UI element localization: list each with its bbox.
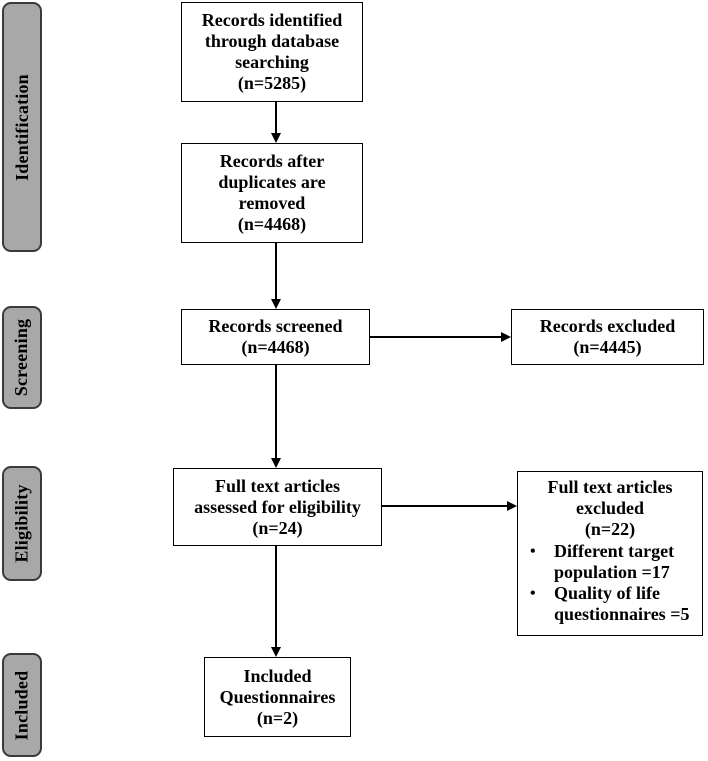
box-line: Records after	[219, 151, 325, 171]
box-line: Questionnaires	[219, 686, 336, 707]
box-full-text-assessed: Full text articles assessed for eligibil…	[173, 468, 382, 546]
list-item: • Different target population =17	[522, 541, 702, 583]
box-line: Records screened	[208, 316, 343, 336]
box-line: duplicates are	[218, 172, 326, 192]
box-line: (n=5285)	[237, 73, 307, 93]
box-line: (n=22)	[584, 519, 636, 539]
reason-line: Different target	[554, 541, 675, 561]
bullet-icon: •	[530, 585, 536, 602]
box-line: searching	[235, 52, 309, 72]
box-line: (n=4468)	[237, 214, 307, 234]
box-records-identified: Records identified through database sear…	[181, 2, 363, 102]
box-line: Records identified	[201, 10, 343, 30]
reason-line: population =17	[554, 562, 670, 582]
box-line: (n=24)	[252, 517, 303, 538]
box-line: (n=2)	[256, 707, 299, 728]
box-records-excluded: Records excluded (n=4445)	[511, 309, 704, 365]
box-line: Full text articles	[215, 475, 340, 496]
box-line: Included	[243, 665, 312, 686]
box-records-after-duplicates: Records after duplicates are removed (n=…	[181, 143, 363, 243]
box-line: through database	[204, 31, 340, 51]
stage-included: Included	[2, 653, 42, 757]
stage-identification: Identification	[2, 2, 42, 252]
box-line: (n=4445)	[573, 337, 642, 357]
stage-eligibility: Eligibility	[2, 466, 42, 581]
box-line: removed	[238, 193, 306, 213]
box-line: Records excluded	[539, 316, 676, 336]
box-line: Full text articles	[547, 477, 673, 497]
box-line: (n=4468)	[241, 337, 310, 357]
reason-line: questionnaires =5	[554, 604, 690, 624]
bullet-icon: •	[530, 543, 536, 560]
box-line: excluded	[575, 498, 644, 518]
box-line: assessed for eligibility	[194, 496, 361, 517]
box-records-screened: Records screened (n=4468)	[181, 309, 370, 365]
box-full-text-excluded: Full text articles excluded (n=22) • Dif…	[517, 471, 703, 636]
box-included-questionnaires: Included Questionnaires (n=2)	[204, 657, 351, 737]
exclusion-reasons-list: • Different target population =17 • Qual…	[518, 541, 702, 625]
list-item: • Quality of life questionnaires =5	[522, 583, 702, 625]
reason-line: Quality of life	[554, 583, 660, 603]
stage-screening: Screening	[2, 306, 42, 409]
